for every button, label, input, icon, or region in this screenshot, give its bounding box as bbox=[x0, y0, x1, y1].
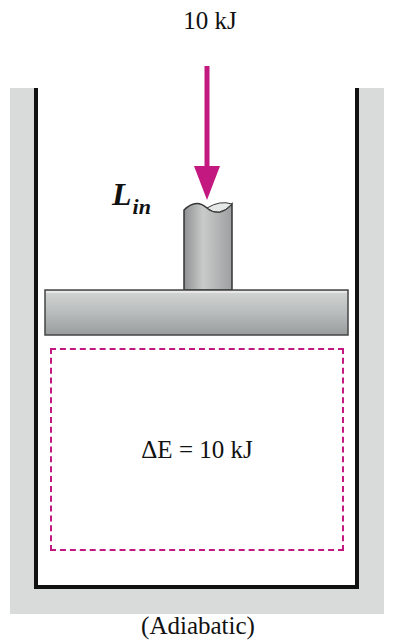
cylinder-wall bbox=[36, 88, 357, 587]
cylinder-interior bbox=[37, 88, 357, 586]
piston-highlight bbox=[46, 291, 347, 293]
adiabatic-note: (Adiabatic) bbox=[141, 613, 255, 638]
system-boundary: ΔE = 10 kJ bbox=[50, 348, 344, 551]
work-subscript: in bbox=[133, 196, 151, 218]
work-symbol: L bbox=[112, 178, 132, 210]
energy-change-text: ΔE = 10 kJ bbox=[141, 436, 252, 464]
work-arrow-shaft bbox=[205, 66, 210, 172]
rod-break bbox=[207, 203, 232, 213]
work-arrow-head bbox=[194, 166, 220, 200]
insulation bbox=[10, 88, 384, 614]
work-amount: 10 kJ bbox=[183, 8, 236, 33]
piston bbox=[45, 290, 348, 335]
piston-rod bbox=[184, 203, 232, 290]
